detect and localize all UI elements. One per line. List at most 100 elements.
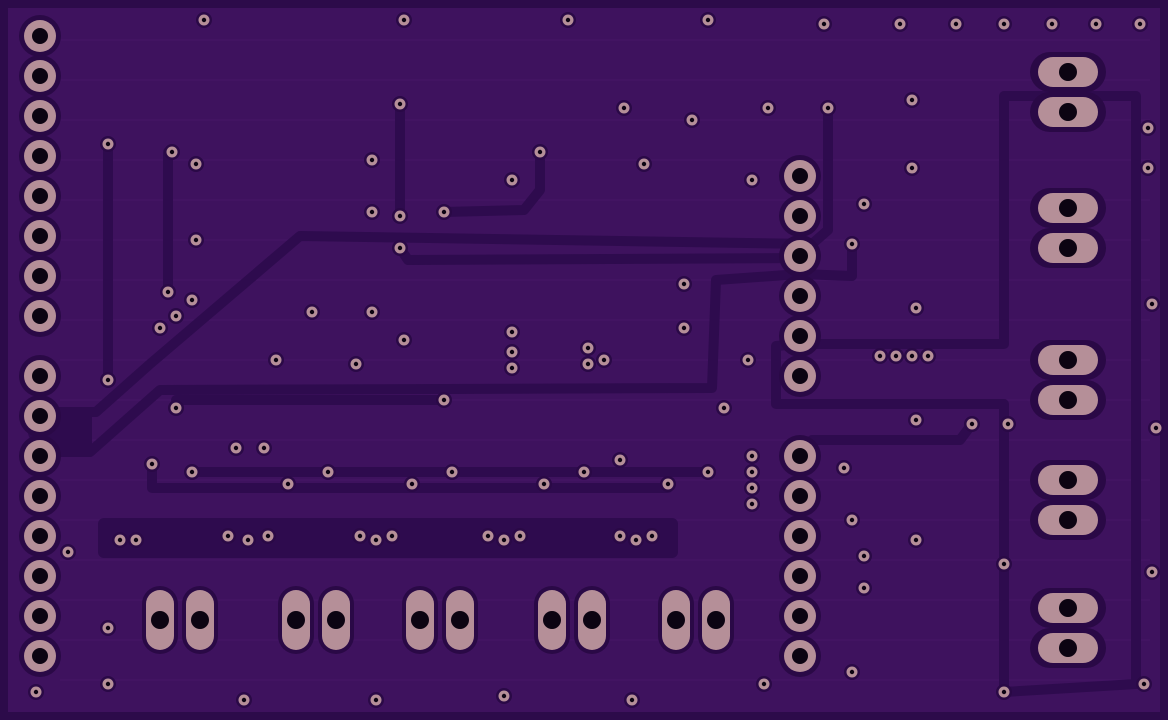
pad-hole bbox=[32, 448, 48, 464]
via-hole bbox=[285, 481, 291, 487]
via-hole bbox=[397, 245, 403, 251]
trace bbox=[35, 103, 833, 417]
pad-hole bbox=[32, 268, 48, 284]
via-hole bbox=[581, 469, 587, 475]
via-hole bbox=[745, 357, 751, 363]
via-hole bbox=[1001, 561, 1007, 567]
via-hole bbox=[1145, 125, 1151, 131]
via-hole bbox=[721, 405, 727, 411]
via-hole bbox=[193, 237, 199, 243]
via-hole bbox=[265, 533, 271, 539]
pad-hole bbox=[32, 648, 48, 664]
pad-hole bbox=[32, 188, 48, 204]
pad-hole bbox=[287, 611, 305, 629]
via-hole bbox=[705, 17, 711, 23]
via-hole bbox=[913, 537, 919, 543]
via-hole bbox=[157, 325, 163, 331]
via-hole bbox=[681, 281, 687, 287]
via-hole bbox=[353, 361, 359, 367]
via-hole bbox=[1001, 21, 1007, 27]
via-hole bbox=[617, 457, 623, 463]
pad-hole bbox=[1059, 351, 1077, 369]
via-hole bbox=[117, 537, 123, 543]
via-hole bbox=[409, 481, 415, 487]
via-hole bbox=[877, 353, 883, 359]
pad-hole bbox=[792, 248, 808, 264]
via-hole bbox=[913, 417, 919, 423]
pad-hole bbox=[792, 288, 808, 304]
pad-hole bbox=[191, 611, 209, 629]
via-hole bbox=[373, 537, 379, 543]
via-hole bbox=[641, 161, 647, 167]
pad-hole bbox=[1059, 639, 1077, 657]
via-hole bbox=[681, 325, 687, 331]
via-hole bbox=[449, 469, 455, 475]
via-hole bbox=[241, 697, 247, 703]
silk-lines bbox=[60, 39, 1150, 681]
via-hole bbox=[849, 517, 855, 523]
via-hole bbox=[861, 585, 867, 591]
via-hole bbox=[541, 481, 547, 487]
via-hole bbox=[909, 165, 915, 171]
via-hole bbox=[821, 21, 827, 27]
pad-hole bbox=[32, 148, 48, 164]
pad-hole bbox=[667, 611, 685, 629]
via-hole bbox=[565, 17, 571, 23]
via-hole bbox=[369, 157, 375, 163]
via-hole bbox=[501, 693, 507, 699]
via-hole bbox=[1137, 21, 1143, 27]
via-hole bbox=[909, 97, 915, 103]
via-hole bbox=[1093, 21, 1099, 27]
via-hole bbox=[861, 201, 867, 207]
pad-hole bbox=[543, 611, 561, 629]
via-hole bbox=[617, 533, 623, 539]
pads-layer bbox=[19, 15, 1106, 677]
via-hole bbox=[397, 101, 403, 107]
pad-hole bbox=[451, 611, 469, 629]
via-hole bbox=[225, 533, 231, 539]
via-hole bbox=[913, 305, 919, 311]
via-hole bbox=[705, 469, 711, 475]
via-hole bbox=[1141, 681, 1147, 687]
pad-hole bbox=[1059, 599, 1077, 617]
via-hole bbox=[749, 469, 755, 475]
via-hole bbox=[233, 445, 239, 451]
via-hole bbox=[369, 209, 375, 215]
pad-hole bbox=[327, 611, 345, 629]
via-hole bbox=[1049, 21, 1055, 27]
pad-hole bbox=[792, 648, 808, 664]
via-hole bbox=[201, 17, 207, 23]
via-hole bbox=[861, 553, 867, 559]
pad-hole bbox=[792, 328, 808, 344]
via-hole bbox=[105, 681, 111, 687]
pad-hole bbox=[1059, 63, 1077, 81]
via-hole bbox=[501, 537, 507, 543]
via-hole bbox=[133, 537, 139, 543]
via-hole bbox=[397, 213, 403, 219]
via-hole bbox=[537, 149, 543, 155]
via-hole bbox=[517, 533, 523, 539]
via-hole bbox=[33, 689, 39, 695]
pad-hole bbox=[32, 228, 48, 244]
via-hole bbox=[1005, 421, 1011, 427]
via-hole bbox=[509, 365, 515, 371]
via-hole bbox=[245, 537, 251, 543]
via-hole bbox=[173, 405, 179, 411]
pad-hole bbox=[1059, 103, 1077, 121]
pad-hole bbox=[792, 168, 808, 184]
trace bbox=[771, 91, 1141, 697]
pad-hole bbox=[32, 68, 48, 84]
trace bbox=[439, 147, 545, 217]
pad-hole bbox=[1059, 391, 1077, 409]
via-hole bbox=[621, 105, 627, 111]
via-hole bbox=[309, 309, 315, 315]
via-hole bbox=[749, 485, 755, 491]
via-hole bbox=[665, 481, 671, 487]
via-hole bbox=[273, 357, 279, 363]
via-hole bbox=[749, 453, 755, 459]
via-hole bbox=[509, 329, 515, 335]
pad-hole bbox=[32, 108, 48, 124]
via-hole bbox=[261, 445, 267, 451]
via-hole bbox=[1149, 569, 1155, 575]
